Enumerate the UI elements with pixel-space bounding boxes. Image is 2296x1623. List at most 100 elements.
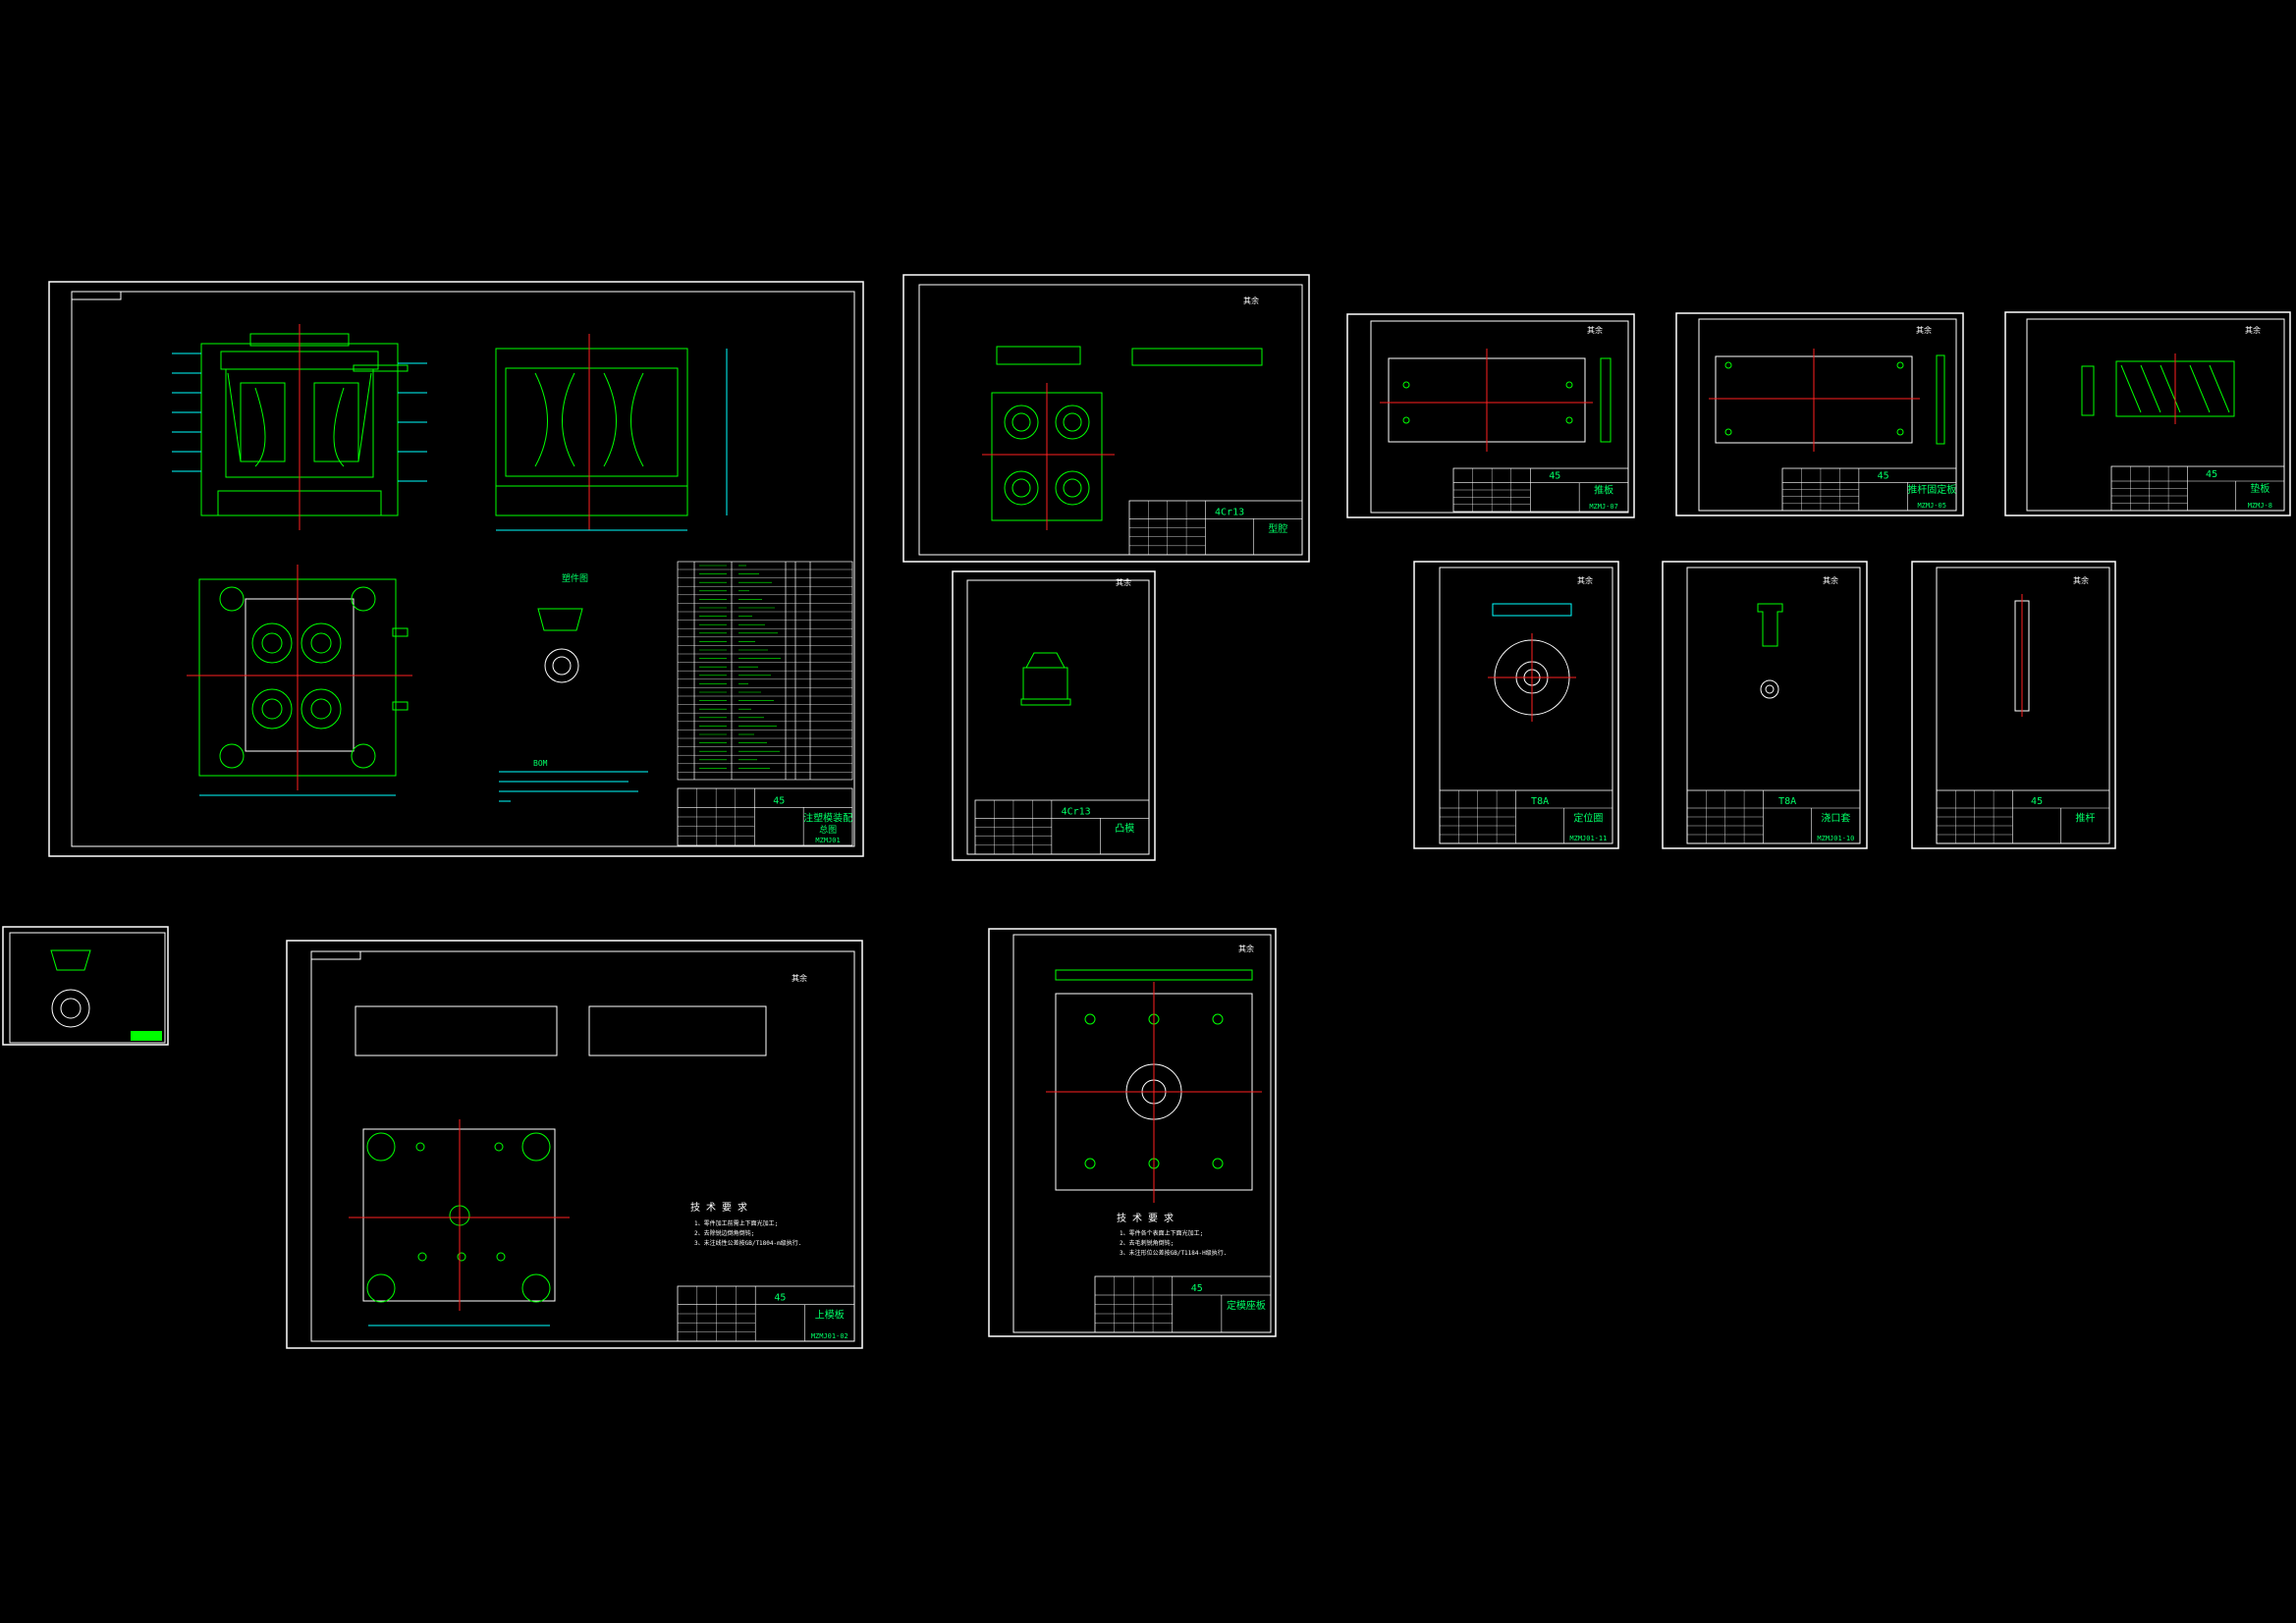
sheet-border bbox=[1662, 561, 1868, 849]
bom-note: BOM bbox=[533, 759, 548, 768]
material-label: 45 bbox=[2206, 469, 2217, 480]
sheet-fixed-plate[interactable]: 技 术 要 求 1、零件各个表面上下面光加工; 2、去毛刺锐角倒钝; 3、未注形… bbox=[988, 928, 1277, 1337]
sheet-border bbox=[286, 940, 863, 1349]
core-geometry bbox=[1020, 652, 1071, 706]
drawing-code: MZMJ01-02 bbox=[811, 1332, 848, 1340]
sheet-border bbox=[1911, 561, 2116, 849]
drawing-title: 推板 bbox=[1594, 484, 1613, 497]
material-label: 45 bbox=[773, 795, 785, 806]
sheet-assembly[interactable]: 塑件图 BOM bbox=[48, 281, 864, 857]
drawing-title: 注塑模装配 bbox=[803, 812, 852, 825]
plate-b-geometry bbox=[1709, 349, 1945, 452]
material-label: 4Cr13 bbox=[1062, 806, 1091, 817]
drawing-title: 推杆 bbox=[2075, 811, 2095, 824]
sheet-part[interactable] bbox=[2, 926, 169, 1046]
assembly-front-section bbox=[172, 324, 427, 530]
sheet-border bbox=[48, 281, 864, 857]
drawing-code: MZMJ01 bbox=[815, 837, 840, 844]
upper-plate-geometry bbox=[349, 1005, 767, 1326]
drawing-title: 浇口套 bbox=[1821, 811, 1850, 824]
tech-req-line-1: 1、零件加工前需上下面光加工; bbox=[694, 1219, 778, 1227]
material-label: T8A bbox=[1531, 796, 1549, 807]
material-label: T8A bbox=[1778, 796, 1796, 807]
roughness-note: 其余 bbox=[2245, 325, 2261, 335]
roughness-note: 其余 bbox=[2073, 575, 2089, 585]
drawing-code: MZMJ-8 bbox=[2248, 502, 2272, 510]
material-label: 4Cr13 bbox=[1215, 507, 1244, 517]
drawing-title: 垫板 bbox=[2250, 482, 2269, 495]
drawing-title: 型腔 bbox=[1268, 522, 1287, 535]
part-inner-circle bbox=[60, 998, 82, 1019]
sheet-border bbox=[988, 928, 1277, 1337]
sheet-inner-frame bbox=[71, 291, 855, 847]
roughness-note: 其余 bbox=[1238, 944, 1254, 953]
sheet-inner-frame bbox=[918, 284, 1303, 556]
fixed-plate-geometry bbox=[1046, 969, 1262, 1203]
roughness-note: 其余 bbox=[1577, 575, 1593, 585]
cavity-geometry bbox=[982, 346, 1263, 530]
drawing-code: MZMJ-07 bbox=[1589, 503, 1618, 511]
tech-req-fixed-3: 3、未注形位公差按GB/T1184-H级执行. bbox=[1120, 1249, 1227, 1257]
material-label: 45 bbox=[1549, 471, 1560, 482]
title-block-locating_ring: T8A 定位圈 MZMJ01-11 其余 bbox=[1439, 575, 1613, 844]
drawing-code: MZMJ01-10 bbox=[1817, 835, 1854, 842]
material-label: 45 bbox=[1191, 1283, 1203, 1294]
title-block-cavity: 4Cr13 型腔 其余 bbox=[1128, 296, 1303, 556]
drawing-title: 推杆固定板 bbox=[1907, 483, 1956, 496]
sheet-border bbox=[2004, 311, 2291, 516]
roughness-note: 其余 bbox=[1243, 296, 1259, 305]
part-title-block bbox=[131, 1031, 162, 1041]
title-block-fixed_plate: 45 定模座板 其余 bbox=[1094, 944, 1272, 1333]
roughness-note: 其余 bbox=[1916, 325, 1932, 335]
sheet-inner-frame bbox=[310, 950, 855, 1342]
ejector-geometry bbox=[2014, 594, 2030, 717]
plate-a-geometry bbox=[1380, 349, 1612, 452]
sheet-upper-plate[interactable]: 技 术 要 求 1、零件加工前需上下面光加工; 2、去除锐边倒角倒钝; 3、未注… bbox=[286, 940, 863, 1349]
roughness-note: 其余 bbox=[1587, 325, 1603, 335]
sheet-cavity[interactable] bbox=[902, 274, 1310, 563]
sheet-plate-a[interactable] bbox=[1346, 313, 1635, 518]
sheet-border bbox=[902, 274, 1310, 563]
sheet-border bbox=[2, 926, 169, 1046]
part-section bbox=[50, 949, 91, 971]
title-blocks: 45注塑模装配总图MZMJ014Cr13型腔其余45推板MZMJ-07其余45推… bbox=[677, 296, 2285, 1342]
tech-req-fixed-1: 1、零件各个表面上下面光加工; bbox=[1120, 1229, 1203, 1237]
assembly-notes bbox=[499, 771, 648, 802]
tech-req-fixed-2: 2、去毛刺锐角倒钝; bbox=[1120, 1239, 1174, 1247]
assembly-side-section bbox=[495, 334, 728, 531]
sheet-tab bbox=[310, 950, 361, 960]
sheet-tab bbox=[71, 291, 122, 300]
roughness-note: 其余 bbox=[1823, 575, 1838, 585]
title-block-ejector: 45 推杆 其余 bbox=[1936, 575, 2110, 844]
sheet-locating-ring[interactable] bbox=[1413, 561, 1619, 849]
assembly-plan-view bbox=[187, 565, 412, 796]
title-block-plate_a: 45 推板 MZMJ-07 其余 bbox=[1452, 325, 1629, 513]
sheet-border bbox=[952, 570, 1156, 861]
roughness-note: 其余 bbox=[792, 973, 807, 983]
spacer-geometry bbox=[2081, 353, 2235, 424]
sprue-geometry bbox=[1757, 603, 1783, 699]
drawing-code: MZMJ01-11 bbox=[1569, 835, 1607, 842]
drawing-title: 凸模 bbox=[1115, 823, 1134, 835]
tech-req-line-3: 3、未注线性公差按GB/T1804-m级执行. bbox=[694, 1239, 801, 1247]
tech-req-line-2: 2、去除锐边倒角倒钝; bbox=[694, 1229, 754, 1237]
drawing-title: 上模板 bbox=[815, 1308, 845, 1321]
assembly-part-view: 塑件图 bbox=[537, 572, 588, 683]
drawing-title: 定模座板 bbox=[1227, 1299, 1266, 1312]
drawing-title: 定位圈 bbox=[1573, 811, 1603, 824]
locating-ring-geometry bbox=[1488, 603, 1576, 722]
material-label: 45 bbox=[2031, 796, 2043, 807]
part-outer-circle bbox=[51, 989, 90, 1028]
sheet-border bbox=[1413, 561, 1619, 849]
bom-rows bbox=[678, 565, 852, 773]
drawing-code: MZMJ-05 bbox=[1917, 502, 1946, 510]
part-view-title: 塑件图 bbox=[562, 572, 588, 584]
tech-req-title-2: 技 术 要 求 bbox=[1117, 1212, 1174, 1224]
title-block-spacer: 45 垫板 MZMJ-8 其余 bbox=[2110, 325, 2285, 512]
